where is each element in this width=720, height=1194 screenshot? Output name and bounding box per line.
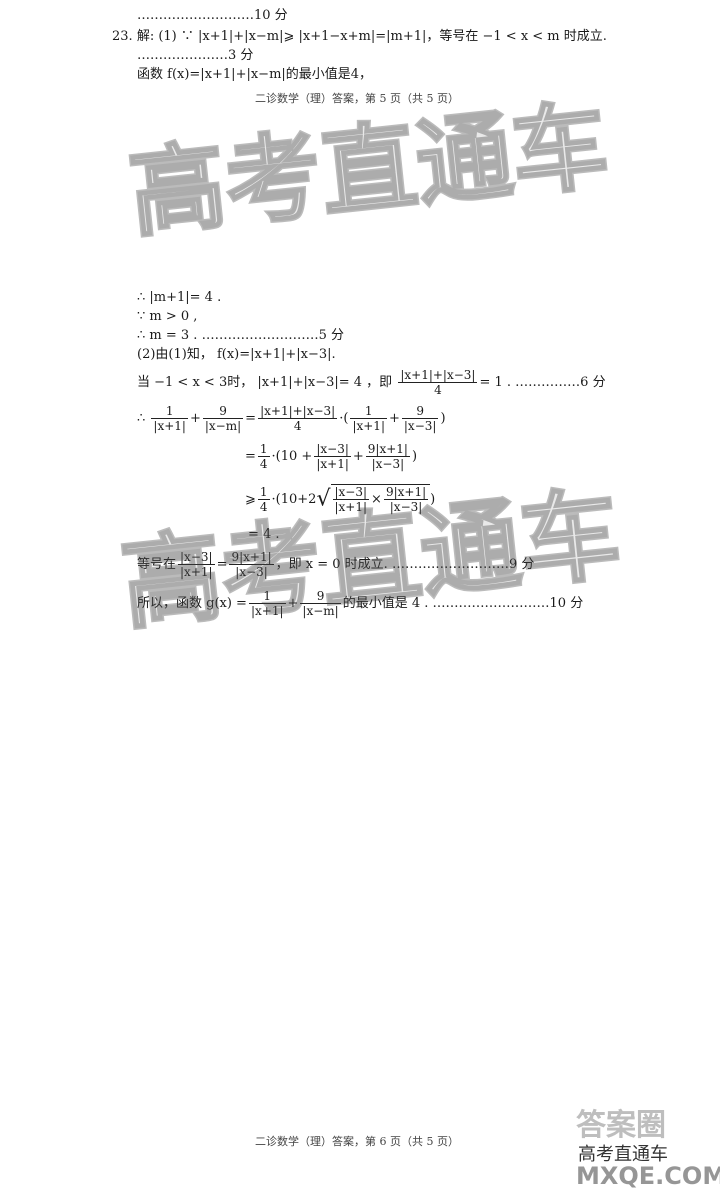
score: 10 分 — [254, 8, 288, 23]
fraction: |x−3||x+1| — [332, 485, 370, 514]
fraction: 9|x−m| — [202, 404, 244, 433]
fraction: 1|x+1| — [151, 404, 188, 433]
fraction: |x−3||x+1| — [178, 550, 215, 579]
fraction: 9|x+1||x−3| — [383, 485, 429, 514]
corner-logo: 答案圈 高考直通车 MXQE.COM — [572, 1100, 720, 1194]
dot-leader: ……………………… — [391, 557, 509, 572]
dot-leader: …………… — [515, 375, 581, 390]
dot-leader: ……………………… — [137, 8, 254, 23]
fraction: 1|x+1| — [248, 589, 286, 618]
sqrt-sign: √ — [316, 486, 331, 512]
line-part2-intro: (2)由(1)知， f(x)=|x+1|+|x−3|. — [137, 347, 336, 362]
page-footer-5: 二诊数学（理）答案，第 5 页（共 5 页） — [255, 92, 459, 105]
line-m-positive: ∵ m > 0 , — [137, 309, 198, 324]
line-result: = 4 . — [248, 527, 280, 542]
question-number: 23. — [112, 29, 133, 44]
answer-label: 解: (1) — [136, 29, 177, 44]
q23-line1: 23. 解: (1) ∵ |x+1|+|x−m|⩾ |x+1−x+m|=|m+1… — [112, 29, 607, 45]
line-expansion: ∴ 1|x+1|+9|x−m|=|x+1|+|x−3|4·(1|x+1|+9|x… — [137, 404, 446, 433]
fraction: 9|x−3| — [401, 404, 439, 433]
fraction: |x−3||x+1| — [314, 442, 351, 471]
watermark-middle: 高考直通车 — [115, 474, 627, 646]
score: 10 分 — [549, 596, 584, 611]
score: 3 分 — [228, 48, 254, 63]
min-value-text: 函数 f(x)=|x+1|+|x−m|的最小值是4， — [137, 67, 373, 82]
score: 5 分 — [318, 328, 344, 343]
corner-logo-line2: 高考直通车 — [578, 1144, 668, 1165]
q23-line2: …………………3 分 — [137, 48, 253, 64]
score: 9 分 — [508, 557, 535, 572]
radicand: |x−3||x+1|×9|x+1||x−3| — [330, 484, 431, 514]
line-abs-eq: ∴ |m+1|= 4 . — [137, 290, 222, 305]
line-condition: 当 −1 < x < 3时， |x+1|+|x−3|= 4 ，即 |x+1|+|… — [137, 368, 606, 397]
dot-leader: ……………………… — [432, 596, 550, 611]
score-line-top: ………………………10 分 — [137, 8, 288, 24]
score: 6 分 — [580, 375, 606, 390]
q23-line3: 函数 f(x)=|x+1|+|x−m|的最小值是4， — [137, 67, 372, 83]
corner-logo-line1: 答案圈 — [576, 1108, 666, 1143]
corner-logo-line3: MXQE.COM — [576, 1162, 720, 1190]
watermark-top: 高考直通车 — [123, 88, 615, 253]
line-equality-cond: 等号在|x−3||x+1|=9|x+1||x−3|，即 x = 0 时成立. …… — [137, 550, 535, 579]
fraction: |x+1|+|x−3|4 — [398, 368, 478, 397]
fraction: 9|x+1||x−3| — [365, 442, 410, 471]
dot-leader: ……………………… — [201, 328, 319, 343]
fraction: |x+1|+|x−3|4 — [258, 404, 338, 433]
page-footer-6: 二诊数学（理）答案，第 6 页（共 5 页） — [255, 1135, 459, 1148]
line-m-value: ∴ m = 3 . ………………………5 分 — [137, 328, 344, 343]
dot-leader: ………………… — [137, 48, 228, 63]
line-conclusion: 所以，函数 g(x) =1|x+1|+9|x−m|的最小值是 4 . ……………… — [137, 589, 584, 618]
inequality-text: ∵ |x+1|+|x−m|⩾ |x+1−x+m|=|m+1|，等号在 −1 < … — [180, 29, 607, 44]
fraction: 9|x+1||x−3| — [229, 550, 274, 579]
fraction: 1|x+1| — [350, 404, 387, 433]
fraction: 9|x−m| — [300, 589, 341, 618]
